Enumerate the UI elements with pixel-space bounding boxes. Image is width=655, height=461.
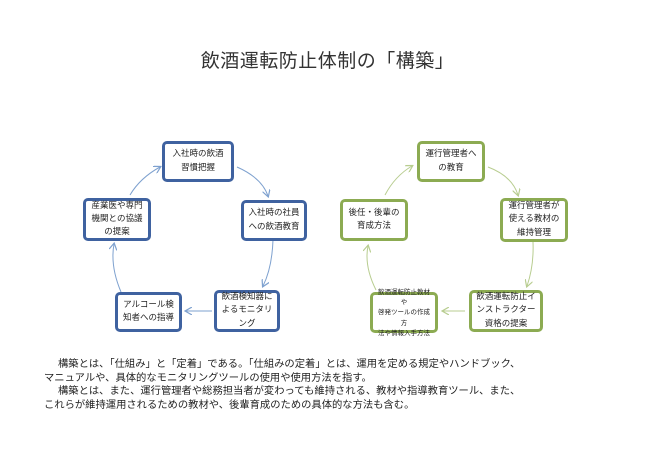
left-node-label: 飲酒検知器に よるモニタリ ング [221, 292, 273, 329]
description-line: マニュアルや、具体的なモニタリングツールの使用や使用方法を指す。 [44, 371, 372, 384]
description-line: これらが維持運用されるための教材や、後輩育成のための具体的な方法も含む。 [44, 398, 415, 411]
right-node-material-creation: 飲酒運転防止教材や 啓発ツールの作成方 法や情報入手方法 [370, 288, 438, 337]
page-title: 飲酒運転防止体制の「構築」 [200, 50, 455, 72]
description-line: 構築とは、「仕組み」と「定着」である。「仕組みの定着」とは、運用を定める規定やハ… [58, 358, 521, 370]
right-node-label: 運行管理者が 使える教材の 維持管理 [508, 201, 560, 238]
right-node-label: 飲酒運転防止教材や 啓発ツールの作成方 法や情報入手方法 [378, 288, 430, 337]
right-arrow-1 [487, 166, 518, 195]
left-node-label: 入社時の社員 への飲酒教育 [248, 208, 300, 232]
right-arrow-4 [367, 246, 377, 291]
right-node-material-maintenance: 運行管理者が 使える教材の 維持管理 [500, 198, 568, 242]
left-node-employee-education: 入社時の社員 への飲酒教育 [241, 200, 307, 241]
right-arrow-2 [527, 241, 534, 286]
left-node-alcohol-guidance: アルコール検 知者への指導 [115, 292, 182, 332]
right-node-instructor-qualification: 飲酒運転防止イ ンストラクター 資格の提案 [469, 290, 543, 332]
left-node-industrial-doctor: 産業医や専門 機関との協議 の提案 [83, 198, 151, 241]
description-line: 構築とは、また、運行管理者や総務担当者が変わっても維持される、教材や指導教育ツー… [58, 385, 521, 397]
left-node-detector-monitoring: 飲酒検知器に よるモニタリ ング [214, 290, 280, 332]
right-node-successor-training: 後任・後輩の 育成方法 [340, 199, 408, 241]
left-node-label: 産業医や専門 機関との協議 の提案 [91, 200, 143, 238]
right-node-label: 運行管理者へ の教育 [425, 149, 477, 173]
description-text: 構築とは、「仕組み」と「定着」である。「仕組みの定着」とは、運用を定める規定やハ… [44, 358, 624, 412]
left-node-label: 入社時の飲酒 習慣把握 [172, 149, 224, 173]
left-arrow-4 [113, 244, 122, 293]
left-node-drinking-habits: 入社時の飲酒 習慣把握 [162, 141, 234, 182]
right-node-label: 飲酒運転防止イ ンストラクター 資格の提案 [476, 292, 536, 329]
right-arrow-5 [384, 166, 412, 196]
left-node-label: アルコール検 知者への指導 [122, 299, 174, 323]
right-node-manager-education: 運行管理者へ の教育 [417, 141, 485, 182]
left-arrow-1 [236, 166, 268, 196]
left-arrow-2 [263, 239, 274, 286]
left-arrow-5 [129, 167, 160, 196]
right-node-label: 後任・後輩の 育成方法 [348, 207, 400, 231]
